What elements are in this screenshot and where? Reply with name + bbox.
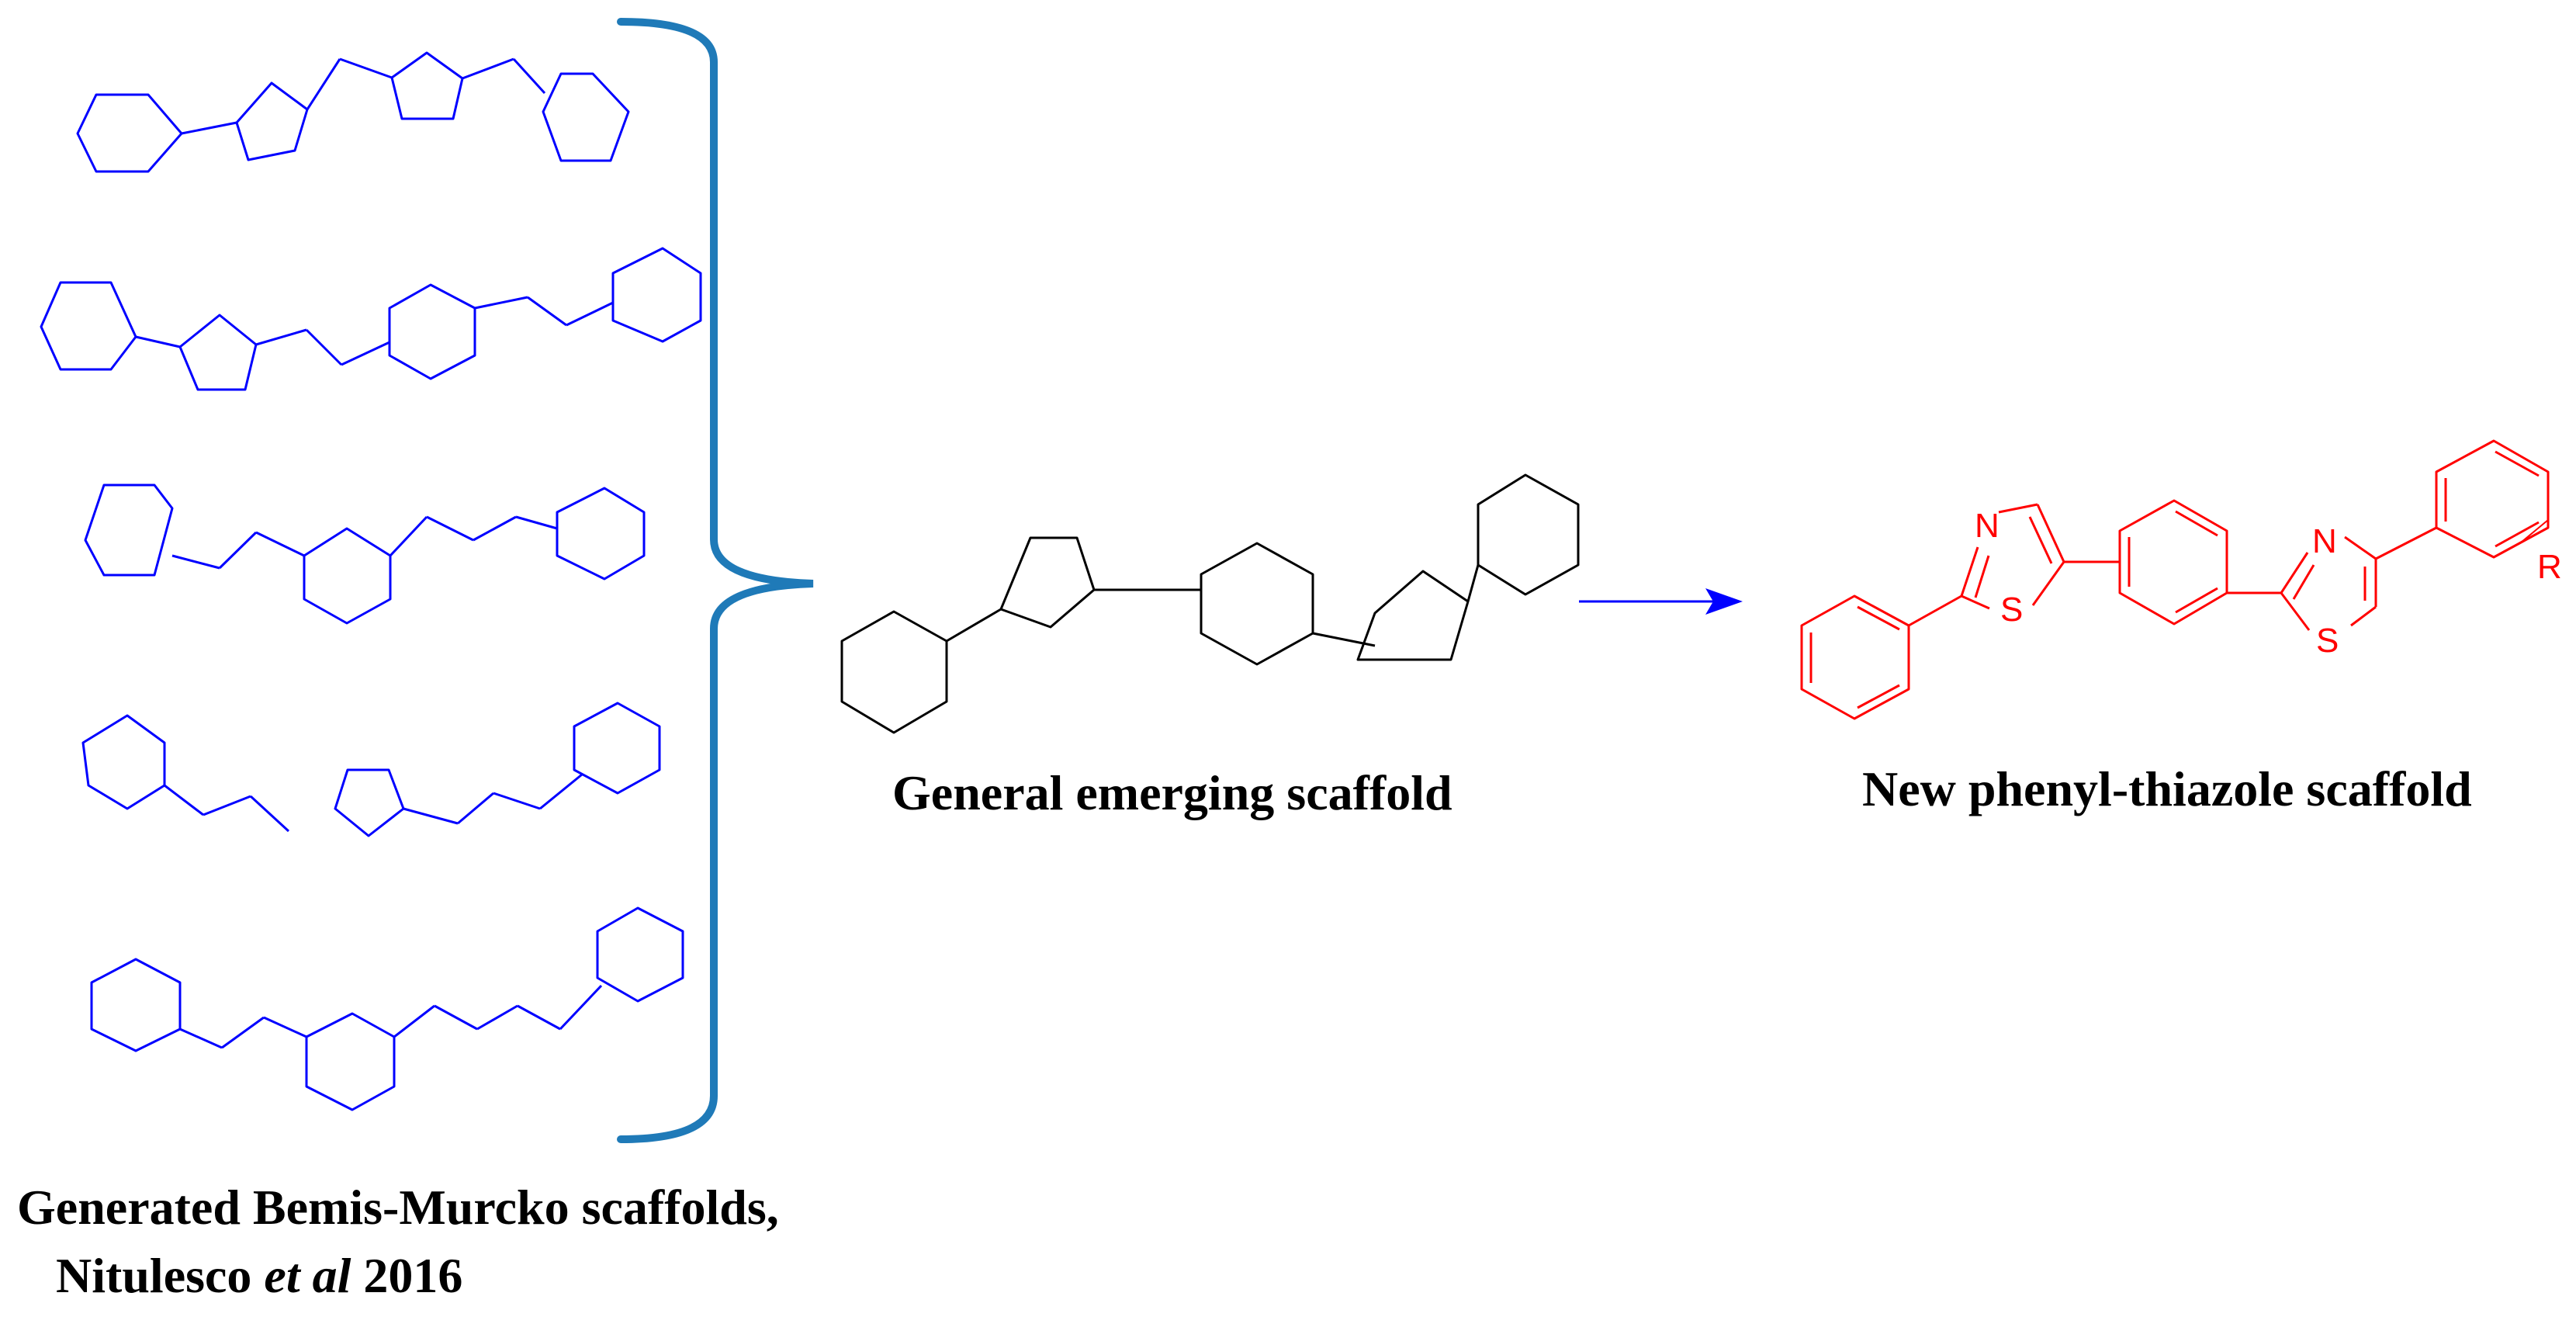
bemis-murcko-scaffold-4	[81, 702, 661, 837]
bemis-murcko-scaffolds	[40, 51, 702, 1111]
bemis-murcko-caption-line1: Generated Bemis-Murcko scaffolds,	[17, 1180, 779, 1235]
atom-label-s1: S	[2000, 591, 2023, 629]
general-scaffold-caption: General emerging scaffold	[892, 765, 1452, 820]
atom-label-s2: S	[2316, 622, 2339, 660]
grouping-brace	[617, 18, 814, 1143]
caption-author: Nitulesco	[56, 1248, 252, 1303]
new-scaffold-caption: New phenyl-thiazole scaffold	[1862, 761, 2472, 816]
atom-label-n1: N	[1975, 507, 2000, 545]
reaction-arrow	[1579, 588, 1743, 615]
bemis-murcko-scaffold-3	[84, 483, 646, 625]
phenyl-thiazole-atom-labels: N S N S R	[1975, 507, 2562, 660]
bemis-murcko-scaffold-1	[76, 51, 630, 173]
bemis-murcko-scaffold-2	[40, 247, 702, 391]
bemis-murcko-caption-line2: Nitulesco et al 2016	[56, 1251, 462, 1301]
general-emerging-scaffold	[840, 473, 1580, 734]
bemis-murcko-scaffold-5	[90, 906, 684, 1111]
atom-label-n2: N	[2312, 522, 2337, 560]
caption-year: 2016	[363, 1248, 463, 1303]
phenyl-thiazole-scaffold	[1800, 439, 2550, 720]
atom-label-r: R	[2537, 548, 2562, 586]
caption-et-al: et al	[264, 1248, 351, 1303]
